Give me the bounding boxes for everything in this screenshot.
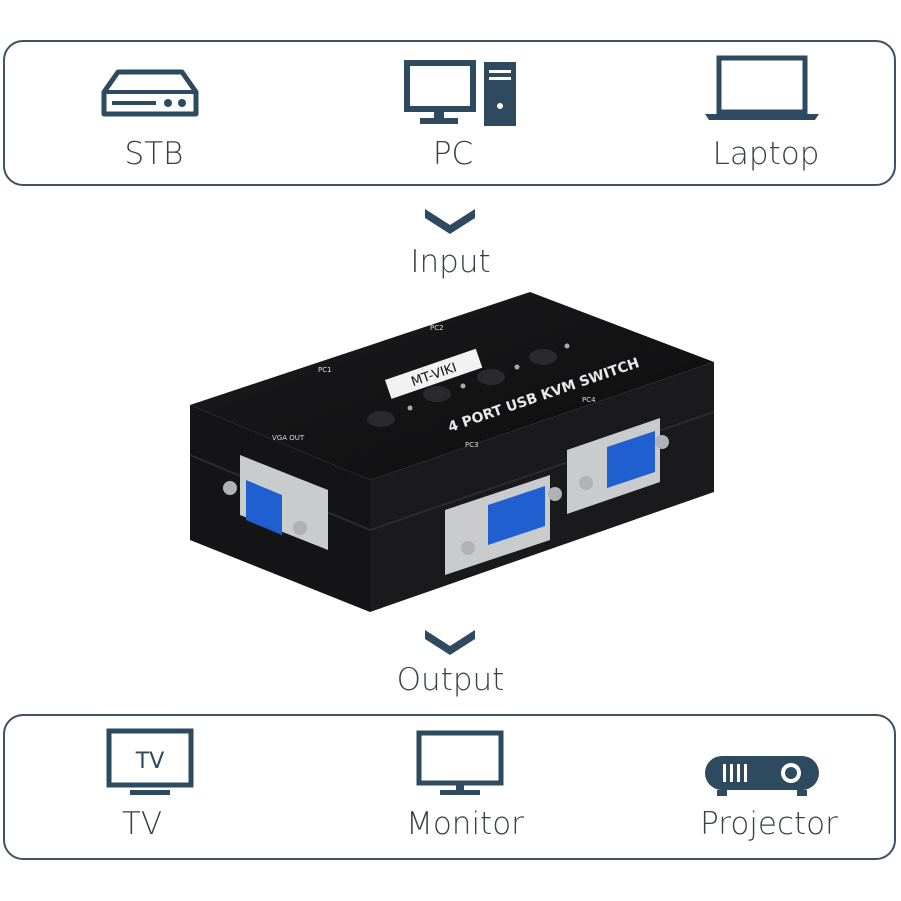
select-buttons (367, 343, 570, 427)
tv-icon: TV (106, 728, 194, 795)
port-label-vga-out: VGA OUT (272, 434, 305, 442)
svg-text:TV: TV (135, 749, 165, 774)
laptop-icon (705, 55, 819, 120)
input-label-pc: PC (432, 136, 474, 172)
input-caption: Input (410, 244, 491, 280)
port-label-pc1: PC1 (318, 366, 332, 374)
output-label-tv: TV (121, 806, 163, 842)
chevron-down-icon (425, 630, 475, 655)
kvm-switch-device: MT-VIKI 4 PORT USB KVM SWITCH PC1 PC2 PC… (189, 292, 715, 612)
input-sources-panel (3, 40, 896, 186)
port-label-pc2: PC2 (430, 324, 444, 332)
vga-out-port (223, 455, 328, 550)
desktop-pc-icon (404, 60, 516, 126)
output-caption: Output (396, 662, 505, 698)
vga-in-port-1 (445, 475, 562, 575)
port-label-pc3: PC3 (465, 441, 479, 449)
vga-in-port-2 (567, 418, 669, 514)
input-label-laptop: Laptop (712, 136, 820, 172)
output-label-monitor: Monitor (406, 806, 524, 842)
port-label-pc4: PC4 (582, 396, 596, 404)
chevron-down-icon (425, 209, 475, 234)
monitor-icon (416, 730, 504, 795)
output-label-projector: Projector (700, 806, 838, 842)
projector-icon (705, 756, 819, 796)
input-label-stb: STB (124, 136, 184, 172)
output-displays-panel (3, 714, 896, 860)
set-top-box-icon (101, 69, 199, 117)
